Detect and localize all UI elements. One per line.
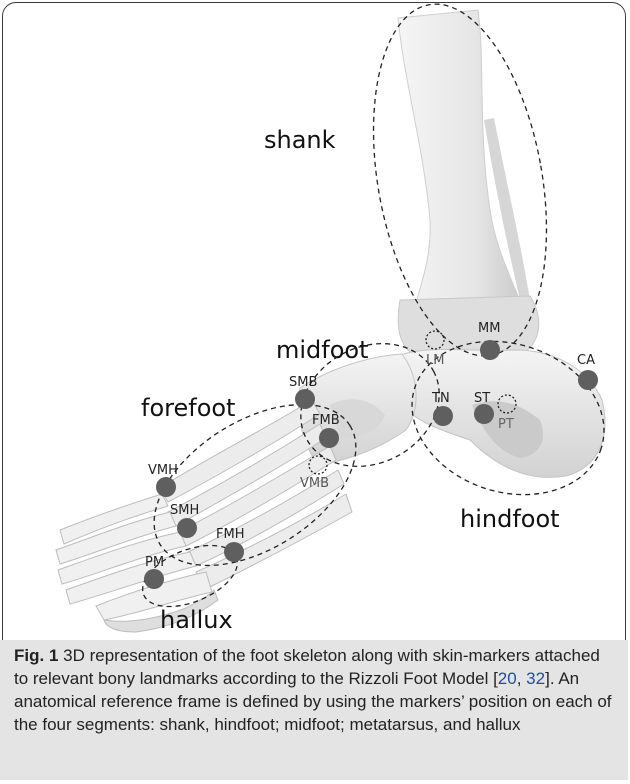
- citation-link-32[interactable]: 32: [526, 669, 545, 688]
- segment-label-shank: shank: [264, 126, 336, 154]
- marker-mm: [480, 340, 500, 360]
- label-smb: SMB: [289, 375, 317, 390]
- label-fmb: FMB: [312, 413, 340, 428]
- segment-label-midfoot: midfoot: [276, 336, 369, 364]
- marker-vmh: [156, 477, 176, 497]
- segment-label-hindfoot: hindfoot: [460, 505, 560, 533]
- segment-label-forefoot: forefoot: [141, 394, 235, 422]
- marker-tn: [433, 406, 453, 426]
- label-pm: PM: [145, 555, 164, 570]
- marker-smb: [295, 389, 315, 409]
- label-smh: SMH: [170, 503, 199, 518]
- shank-bone: [398, 10, 539, 358]
- label-fmh: FMH: [216, 527, 244, 542]
- marker-st: [474, 404, 494, 424]
- foot-skeleton-figure: MM LM CA SMB TN ST PT FMB VMB VMH SMH FM…: [0, 0, 630, 640]
- label-lm: LM: [426, 353, 444, 368]
- caption-separator: ,: [517, 669, 526, 688]
- label-vmb: VMB: [300, 476, 329, 491]
- figure-caption: Fig. 1 3D representation of the foot ske…: [14, 644, 616, 736]
- marker-ca: [578, 370, 598, 390]
- figure-label: Fig. 1: [14, 646, 58, 665]
- label-vmh: VMH: [148, 463, 178, 478]
- marker-fmh: [224, 542, 244, 562]
- label-tn: TN: [431, 391, 450, 406]
- label-ca: CA: [577, 353, 595, 368]
- hindfoot-bone: [400, 349, 605, 477]
- segment-label-hallux: hallux: [160, 606, 233, 634]
- citation-link-20[interactable]: 20: [498, 669, 517, 688]
- marker-pm: [144, 569, 164, 589]
- label-pt: PT: [498, 417, 514, 432]
- marker-fmb: [319, 428, 339, 448]
- marker-smh: [177, 518, 197, 538]
- label-mm: MM: [478, 321, 500, 336]
- label-st: ST: [474, 391, 490, 406]
